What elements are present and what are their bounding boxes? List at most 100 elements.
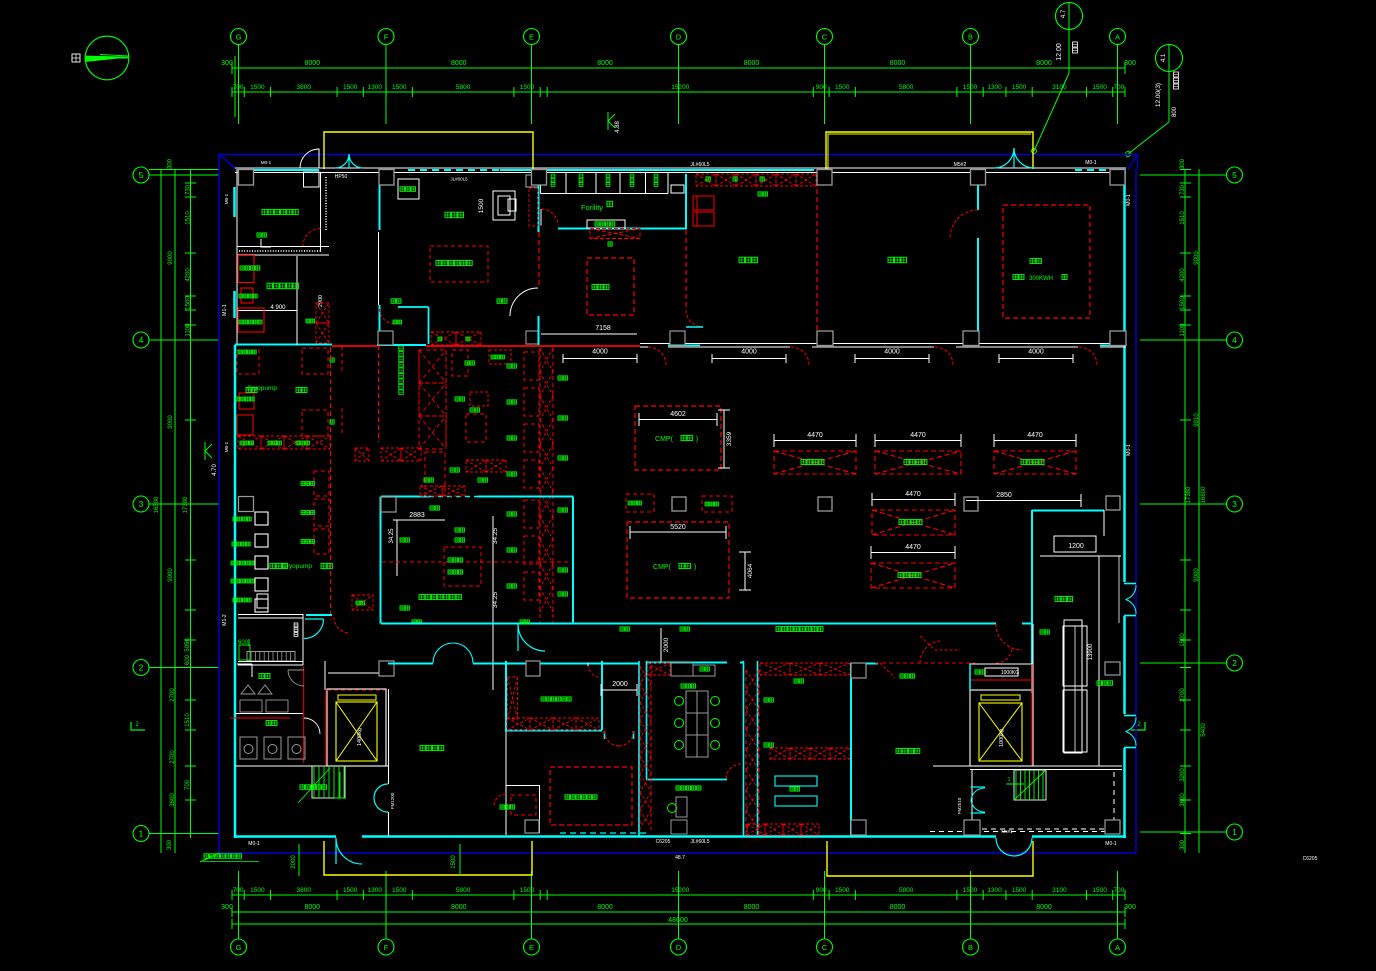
- svg-text:8000: 8000: [304, 60, 320, 67]
- svg-text:JL#60L5: JL#60L5: [690, 839, 709, 845]
- svg-text:G: G: [236, 943, 242, 952]
- svg-text:5: 5: [1232, 170, 1237, 180]
- svg-text:5800: 5800: [899, 84, 914, 91]
- svg-text:3800: 3800: [297, 84, 312, 91]
- svg-text:1500: 1500: [520, 887, 535, 894]
- svg-text:17380: 17380: [183, 496, 189, 513]
- svg-text:5520: 5520: [670, 524, 686, 531]
- svg-text:M5#1: M5#1: [1001, 829, 1013, 834]
- svg-text:1500: 1500: [1012, 887, 1027, 894]
- svg-text:1500: 1500: [343, 887, 358, 894]
- svg-text:8000: 8000: [744, 60, 760, 67]
- svg-text:1: 1: [139, 829, 144, 839]
- svg-text:15200: 15200: [671, 887, 689, 894]
- svg-text:): ): [696, 436, 698, 443]
- svg-text:M0-1: M0-1: [224, 441, 229, 452]
- svg-text:F: F: [384, 943, 389, 952]
- svg-text:4470: 4470: [910, 432, 926, 439]
- svg-text:1500: 1500: [835, 84, 850, 91]
- svg-text:4.88: 4.88: [615, 121, 621, 133]
- svg-text:3359: 3359: [726, 431, 733, 446]
- svg-text:4470: 4470: [905, 491, 921, 498]
- svg-text:B: B: [968, 943, 973, 952]
- svg-text:300: 300: [1124, 60, 1136, 67]
- svg-text:CMP(: CMP(: [653, 564, 672, 571]
- svg-text:12.00(3): 12.00(3): [1155, 83, 1162, 107]
- svg-text:): ): [694, 564, 696, 571]
- svg-text:C: C: [822, 943, 828, 952]
- svg-text:300: 300: [1180, 158, 1186, 169]
- svg-text:1500: 1500: [1092, 887, 1107, 894]
- svg-text:1500: 1500: [963, 887, 978, 894]
- svg-text:2000: 2000: [663, 637, 670, 652]
- svg-text:M0-1: M0-1: [224, 193, 229, 204]
- svg-text:8000: 8000: [451, 60, 467, 67]
- svg-text:730: 730: [1180, 184, 1186, 195]
- svg-text:2700: 2700: [170, 688, 176, 702]
- svg-text:M1-2: M1-2: [222, 614, 228, 626]
- svg-text:2: 2: [139, 663, 144, 673]
- svg-text:5400: 5400: [1201, 723, 1207, 737]
- svg-text:900: 900: [816, 887, 827, 894]
- svg-text:48600: 48600: [668, 917, 688, 924]
- svg-text:300: 300: [1180, 839, 1186, 850]
- svg-text:M0-1: M0-1: [1126, 194, 1132, 206]
- svg-text:8000: 8000: [597, 60, 613, 67]
- svg-text:4.1: 4.1: [1161, 53, 1167, 62]
- svg-text:300: 300: [168, 158, 174, 169]
- svg-text:730: 730: [186, 184, 192, 195]
- svg-text:1500: 1500: [451, 855, 457, 869]
- svg-text:4000: 4000: [1028, 349, 1044, 356]
- svg-text:700: 700: [185, 779, 191, 790]
- svg-text:C: C: [822, 33, 828, 42]
- svg-text:JL#60L5: JL#60L5: [690, 162, 709, 168]
- svg-text:1400kg: 1400kg: [357, 728, 363, 746]
- svg-text:4064: 4064: [747, 563, 754, 578]
- svg-text:3600: 3600: [170, 793, 176, 807]
- svg-text:3600: 3600: [1180, 793, 1186, 807]
- svg-text:800: 800: [1172, 106, 1178, 117]
- svg-text:4200: 4200: [186, 268, 192, 282]
- svg-text:2700: 2700: [1180, 688, 1186, 702]
- svg-text:Cryopump: Cryopump: [282, 563, 312, 570]
- svg-text:600: 600: [185, 654, 191, 665]
- svg-text:F: F: [384, 33, 389, 42]
- svg-text:HP50: HP50: [335, 174, 348, 180]
- svg-text:1500: 1500: [963, 84, 978, 91]
- svg-text:1100: 1100: [1180, 323, 1186, 337]
- svg-text:1510: 1510: [185, 713, 191, 727]
- svg-text:1500: 1500: [1092, 84, 1107, 91]
- svg-text:M0-1: M0-1: [1085, 160, 1097, 166]
- svg-text:3800: 3800: [297, 887, 312, 894]
- svg-text:3100: 3100: [1052, 84, 1067, 91]
- svg-text:M1-1: M1-1: [222, 304, 228, 316]
- svg-text:A: A: [1115, 943, 1120, 952]
- svg-text:1500: 1500: [1180, 296, 1186, 310]
- svg-text:4: 4: [1232, 335, 1237, 345]
- svg-text:300KWH: 300KWH: [1029, 276, 1053, 282]
- svg-text:8000: 8000: [890, 904, 906, 911]
- svg-text:1500: 1500: [392, 887, 407, 894]
- svg-text:1500: 1500: [392, 84, 407, 91]
- svg-text:34.25: 34.25: [389, 528, 395, 544]
- svg-text:8000: 8000: [744, 904, 760, 911]
- svg-text:1510: 1510: [186, 211, 192, 225]
- svg-text:1300: 1300: [367, 887, 382, 894]
- svg-text:9000: 9000: [168, 568, 174, 582]
- svg-text:1500: 1500: [250, 887, 265, 894]
- svg-text:1510: 1510: [1180, 211, 1186, 225]
- svg-text:700: 700: [1113, 84, 1124, 91]
- svg-text:4 900: 4 900: [270, 305, 286, 311]
- svg-text:600: 600: [238, 640, 249, 646]
- svg-text:2: 2: [1232, 658, 1237, 668]
- svg-text:700: 700: [1113, 887, 1124, 894]
- svg-text:34.25: 34.25: [492, 527, 499, 544]
- svg-text:8000: 8000: [304, 904, 320, 911]
- svg-text:17380: 17380: [1186, 486, 1192, 503]
- svg-text:4000: 4000: [592, 349, 608, 356]
- svg-text:1500: 1500: [1012, 84, 1027, 91]
- svg-text:1200: 1200: [1068, 543, 1084, 550]
- svg-text:2700: 2700: [170, 750, 176, 764]
- svg-text:9000: 9000: [168, 251, 174, 265]
- svg-text:5050: 5050: [185, 638, 191, 652]
